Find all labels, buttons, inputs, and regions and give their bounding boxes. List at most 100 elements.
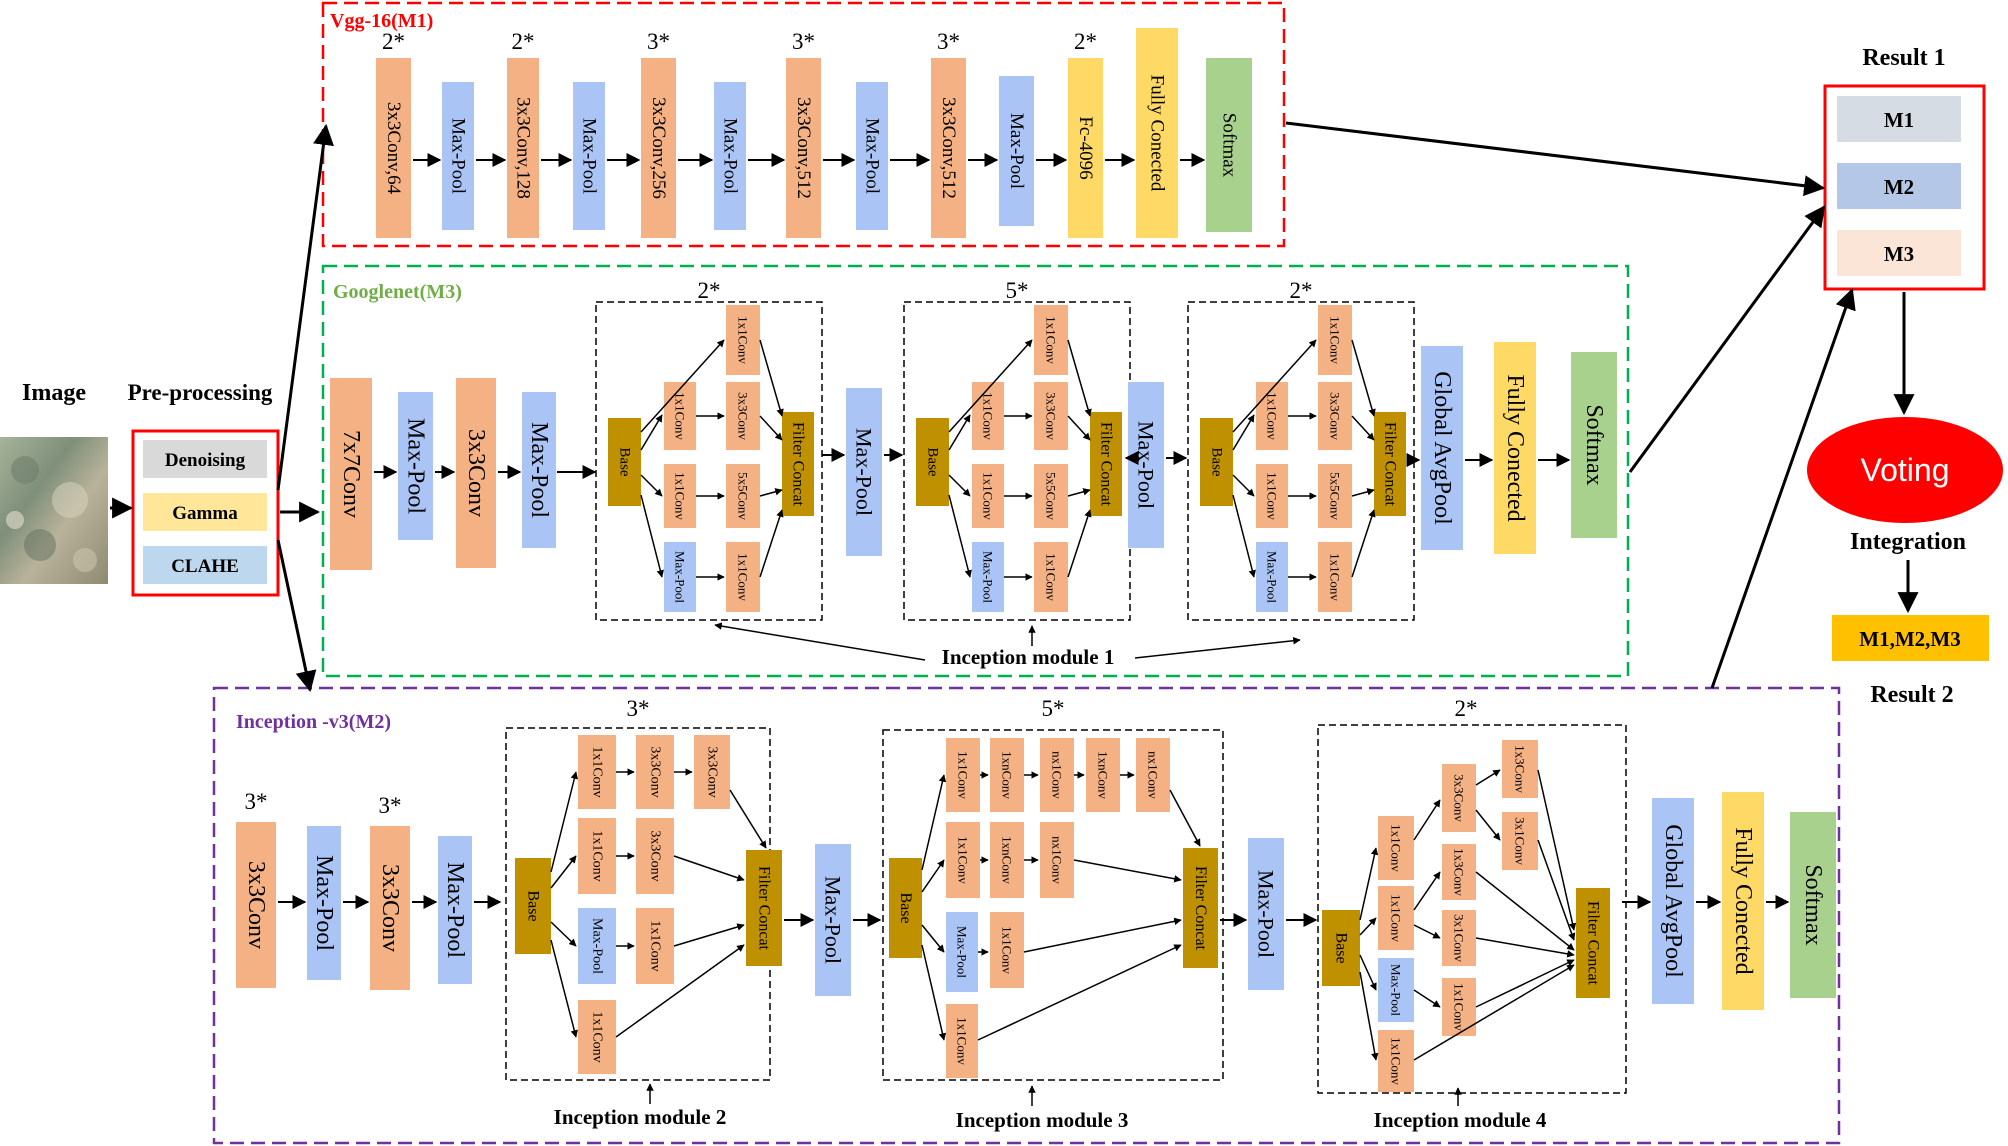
- branch-conv: 3x3Conv: [1442, 764, 1476, 832]
- vgg-layer-8: 3x3Conv,512: [931, 58, 966, 238]
- module-base: Base: [889, 858, 922, 958]
- image-title: Image: [22, 380, 86, 406]
- module-base: Base: [608, 418, 641, 506]
- vgg-layer-3: Max-Pool: [573, 82, 605, 230]
- branch-conv: 1x1Conv: [578, 818, 616, 894]
- branch-conv: nx1Conv: [1136, 738, 1170, 812]
- v3-stem-2: 3x3Conv: [370, 826, 410, 990]
- block-label: 1x1Conv: [1389, 1037, 1404, 1085]
- branch-conv: 1x3Conv: [1442, 844, 1476, 900]
- branch-conv: 1x1Conv: [1256, 382, 1288, 450]
- block-label: Base: [525, 890, 542, 921]
- block-label: 1x1Conv: [1000, 926, 1015, 974]
- inception-module-4-label: Inception module 4: [1374, 1108, 1547, 1132]
- module-filter-concat: Filter Concat: [1576, 888, 1610, 998]
- repeat-label: 2*: [1455, 696, 1478, 721]
- branch-conv: 1x1Conv: [946, 822, 980, 898]
- integration-label: Integration: [1850, 529, 1966, 555]
- block-label: 1x1Conv: [590, 830, 605, 881]
- googlenet-tail-0: Global AvgPool: [1421, 346, 1463, 550]
- googlenet-stem-0: 7x7Conv: [330, 378, 372, 570]
- module-base: Base: [1200, 418, 1233, 506]
- block-label: Filter Concat: [1585, 901, 1602, 986]
- block-label: 3x1Conv: [1452, 914, 1467, 962]
- result-model-m1: M1: [1837, 96, 1961, 142]
- block-label: Max-Pool: [720, 118, 741, 194]
- block-label: Max-Pool: [1254, 870, 1279, 958]
- block-label: 1x3Conv: [1513, 745, 1528, 793]
- branch-conv: 3x1Conv: [1502, 812, 1538, 870]
- block-label: Base: [1209, 447, 1225, 477]
- branch-conv: 1x1Conv: [1442, 978, 1476, 1036]
- branch-pool: Max-Pool: [1378, 958, 1414, 1022]
- branch-pool: Max-Pool: [946, 912, 978, 992]
- block-label: Global AvgPool: [1660, 824, 1686, 978]
- block-label: Filter Concat: [1192, 866, 1209, 951]
- block-label: 1x1Conv: [1328, 553, 1343, 601]
- block-label: Max-Pool: [821, 876, 846, 964]
- block-label: 1x1Conv: [1389, 824, 1404, 872]
- block-label: 1x1Conv: [1044, 316, 1059, 364]
- branch-conv: 1xnConv: [990, 822, 1024, 898]
- block-label: 1x1Conv: [956, 836, 971, 884]
- block-label: Max-Pool: [311, 855, 337, 951]
- block-label: 1x1Conv: [648, 920, 663, 971]
- v3-stem-1: Max-Pool: [307, 826, 341, 980]
- result-model-m2: M2: [1837, 163, 1961, 209]
- block-label: Max-Pool: [673, 551, 688, 603]
- result-model-label: M2: [1884, 175, 1914, 199]
- module-frame: [595, 301, 823, 621]
- googlenet-title: Googlenet(M3): [333, 281, 462, 303]
- block-label: 3x1Conv: [1513, 817, 1528, 865]
- block-label: Max-Pool: [955, 926, 970, 978]
- block-label: Softmax: [1800, 864, 1826, 945]
- branch-conv: 1x1Conv: [636, 908, 674, 984]
- block-label: 3x3Conv,512: [793, 97, 814, 199]
- module-base: Base: [916, 418, 949, 506]
- block-label: Filter Concat: [790, 422, 807, 507]
- googlenet-tail-2: Softmax: [1571, 352, 1617, 538]
- googlenet-tail-1: Fully Conected: [1494, 342, 1536, 554]
- googlenet-stem-2: 3x3Conv: [456, 378, 496, 568]
- block-label: 3x3Conv: [648, 830, 663, 881]
- branch-conv: 1xnConv: [1086, 738, 1120, 812]
- vgg-layer-12: Softmax: [1206, 58, 1252, 232]
- branch-conv: 1x1Conv: [578, 735, 616, 809]
- module-filter-concat: Filter Concat: [782, 412, 814, 516]
- block-label: 3x3Conv,512: [938, 97, 959, 199]
- branch-conv: 1x1Conv: [1318, 305, 1352, 375]
- block-label: 5x5Conv: [1328, 472, 1343, 520]
- v3-tail-1: Fully Conected: [1722, 792, 1764, 1010]
- module-filter-concat: Filter Concat: [1374, 412, 1406, 516]
- vgg-title: Vgg-16(M1): [330, 10, 433, 32]
- block-label: Base: [897, 892, 914, 923]
- block-label: Max-Pool: [403, 418, 429, 514]
- block-label: Filter Concat: [1382, 422, 1399, 507]
- inception-module-1-label: Inception module 1: [942, 645, 1115, 669]
- block-label: Softmax: [1219, 113, 1240, 178]
- branch-conv: 1x3Conv: [1502, 740, 1538, 798]
- block-label: 1x1Conv: [1265, 392, 1280, 440]
- branch-conv: 3x1Conv: [1442, 910, 1476, 966]
- block-label: 1x1Conv: [673, 392, 688, 440]
- block-label: 1x1Conv: [1265, 472, 1280, 520]
- block-label: 1xnConv: [1000, 836, 1015, 884]
- googlenet-between-pool-1: Max-Pool: [846, 388, 882, 556]
- module-base: Base: [515, 858, 551, 954]
- block-label: Max-Pool: [526, 422, 552, 518]
- block-label: 3x3Conv: [463, 429, 489, 517]
- branch-pool: Max-Pool: [1256, 542, 1288, 612]
- module-frame: [882, 729, 1224, 1081]
- final-output-box: [1832, 615, 1989, 661]
- module-filter-concat: Filter Concat: [1090, 412, 1122, 516]
- voting-label: Voting: [1861, 452, 1950, 488]
- branch-pool: Max-Pool: [664, 542, 696, 612]
- googlenet-stem-3: Max-Pool: [522, 392, 556, 548]
- v3-stem-0: 3x3Conv: [236, 822, 276, 988]
- vgg-layer-6: 3x3Conv,512: [786, 58, 821, 238]
